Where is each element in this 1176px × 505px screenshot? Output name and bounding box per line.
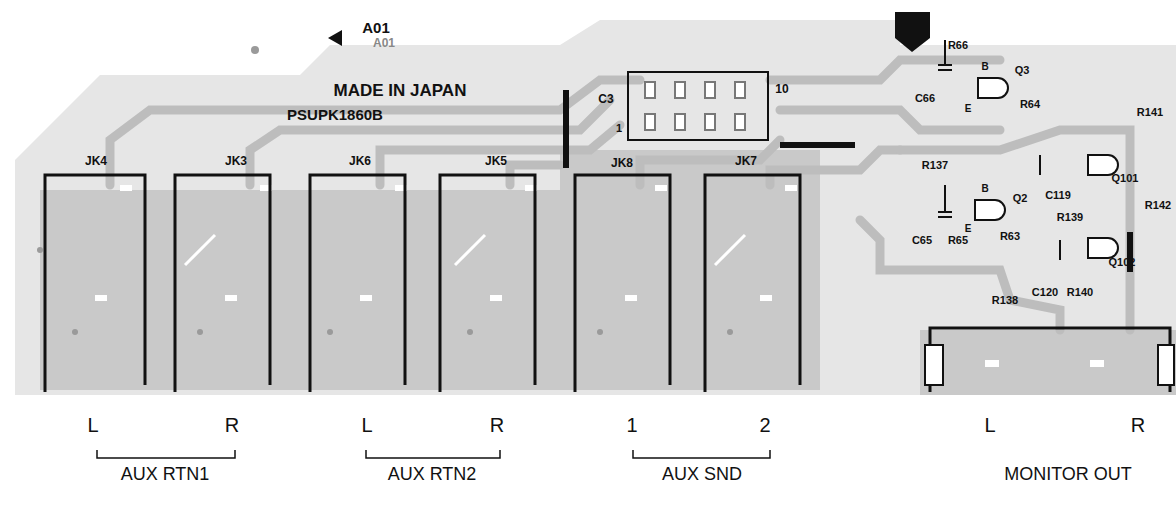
pin-name: E — [965, 103, 972, 114]
channel-label: L — [984, 414, 995, 436]
part-name: JK3 — [225, 155, 247, 168]
pin-name: B — [981, 183, 988, 194]
part-name: C66 — [915, 92, 935, 104]
part-name: R65 — [948, 234, 968, 246]
pin-name: B — [981, 61, 988, 72]
jack-group-label: AUX RTN2 — [388, 465, 477, 485]
logo-mark: A01 — [362, 20, 390, 37]
part-name: R142 — [1145, 199, 1171, 211]
board-number: PSUPK1860B — [287, 107, 383, 124]
channel-label: R — [490, 414, 504, 436]
part-name: Q102 — [1109, 256, 1136, 268]
part-name: C119 — [1045, 189, 1071, 201]
pin-number: 10 — [775, 83, 788, 96]
part-name: R138 — [992, 294, 1018, 306]
pin-name: E — [965, 223, 972, 234]
part-name: R139 — [1057, 211, 1083, 223]
part-name: Q2 — [1013, 192, 1028, 204]
pin-number: 1 — [616, 122, 622, 134]
jack-group-label: AUX SND — [662, 465, 742, 485]
channel-label: L — [87, 414, 98, 436]
board-text: MADE IN JAPAN — [334, 82, 467, 101]
part-name: R63 — [1000, 230, 1020, 242]
part-name: C120 — [1032, 286, 1058, 298]
part-name: R64 — [1020, 98, 1040, 110]
jack-group-label: AUX RTN1 — [121, 465, 210, 485]
part-name: C65 — [912, 234, 932, 246]
part-name: JK7 — [735, 155, 757, 168]
part-name: Q101 — [1112, 172, 1139, 184]
channel-label: R — [1131, 414, 1145, 436]
part-name: JK4 — [85, 155, 107, 168]
part-name: JK6 — [349, 155, 371, 168]
part-name: C3 — [598, 93, 613, 106]
part-name: JK5 — [485, 155, 507, 168]
part-name: Q3 — [1015, 64, 1030, 76]
part-name: JK8 — [611, 157, 633, 170]
channel-label: R — [225, 414, 239, 436]
jack-group-label: MONITOR OUT — [1004, 465, 1132, 485]
channel-label: 1 — [626, 414, 637, 436]
part-name: R137 — [922, 159, 948, 171]
channel-label: 2 — [759, 414, 770, 436]
part-name: R141 — [1137, 106, 1163, 118]
part-name: R140 — [1067, 286, 1093, 298]
part-name: R66 — [948, 39, 968, 51]
logo-mark: A01 — [373, 37, 395, 50]
channel-label: L — [361, 414, 372, 436]
